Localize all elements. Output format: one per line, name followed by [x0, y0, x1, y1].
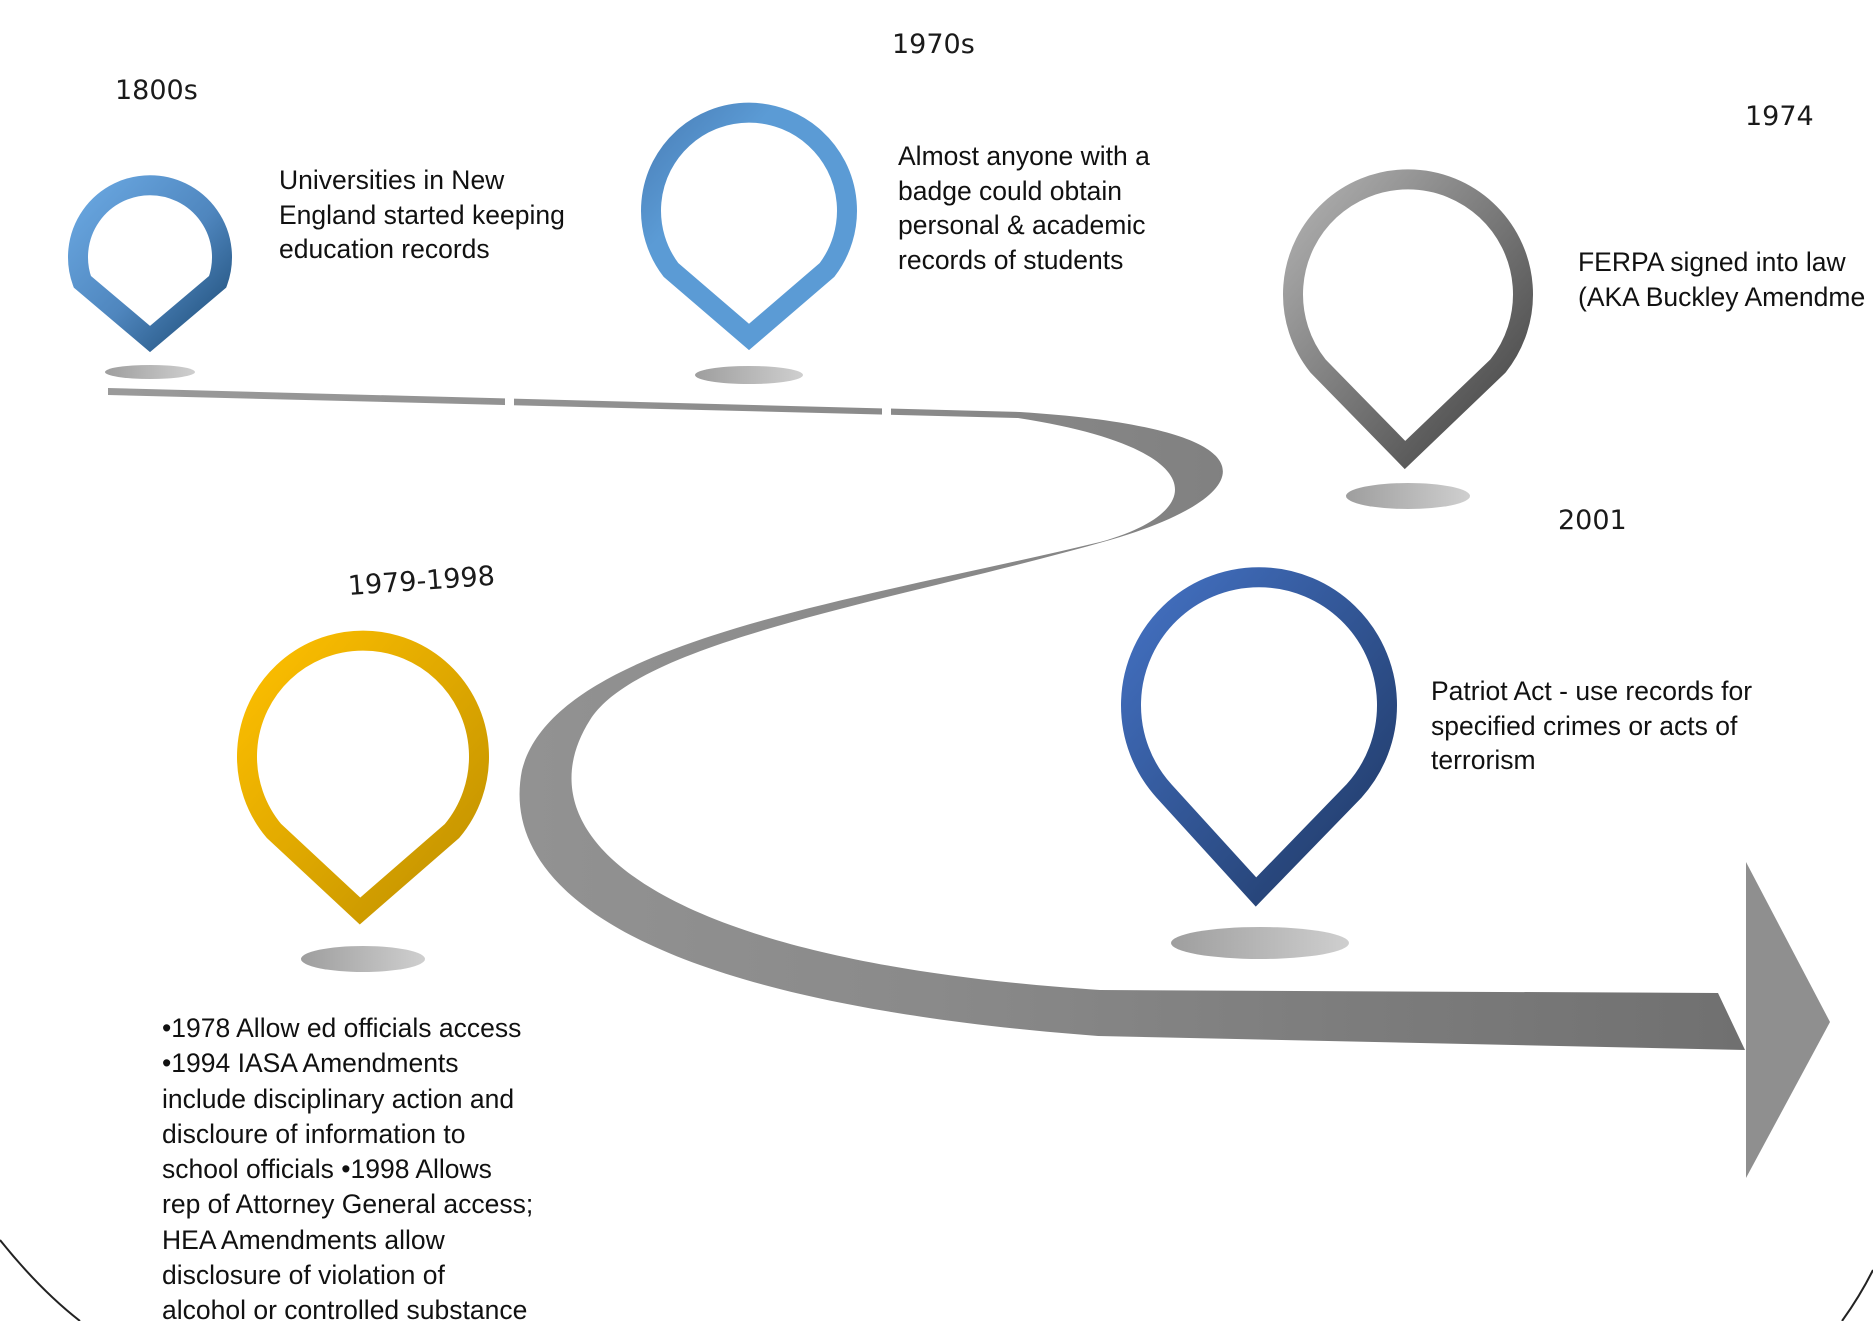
description-line: terrorism	[1431, 745, 1536, 775]
description-line: Almost anyone with a	[898, 141, 1150, 171]
description-line: Patriot Act - use records for	[1431, 676, 1753, 706]
description-line: specified crimes or acts of	[1431, 710, 1738, 741]
milestone-description-1979-1998: •1978 Allow ed officials access •1994 IA…	[162, 1011, 533, 1321]
pin-shadow-2001	[1171, 927, 1349, 959]
description-line: records of students	[898, 244, 1124, 275]
description-line: discloure of information to	[162, 1118, 466, 1149]
pin-shadow-1800s	[105, 365, 195, 379]
map-pin-icon-1979-1998	[237, 630, 489, 925]
map-pin-icon-2001	[1121, 567, 1397, 907]
background-arc-right	[1841, 1269, 1873, 1321]
road-gap-1	[505, 386, 514, 408]
milestone-description-2001: Patriot Act - use records for specified …	[1431, 674, 1752, 778]
milestone-year-2001: 2001	[1558, 505, 1627, 536]
road-gap-2	[882, 396, 891, 420]
description-line: school officials •1998 Allows	[162, 1154, 492, 1185]
description-line: HEA Amendments allow	[162, 1224, 445, 1255]
milestone-year-1800s: 1800s	[115, 75, 198, 106]
milestone-year-1974: 1974	[1745, 101, 1814, 132]
description-line: rep of Attorney General access;	[162, 1189, 534, 1220]
description-line: •1994 IASA Amendments	[162, 1048, 459, 1079]
description-line: •1978 Allow ed officials access	[162, 1013, 522, 1043]
description-line: badge could obtain	[898, 175, 1122, 206]
pin-shadow-1970s	[695, 366, 803, 384]
map-pin-icon-1970s	[641, 102, 857, 351]
milestone-year-1970s: 1970s	[892, 29, 975, 60]
description-line: alcohol or controlled substance	[162, 1295, 528, 1321]
milestone-description-1974: FERPA signed into law (AKA Buckley Amend…	[1578, 245, 1873, 314]
map-pin-icon-1974	[1283, 169, 1533, 470]
timeline-arrow-head	[1746, 862, 1830, 1178]
description-line: disclosure of violation of	[162, 1260, 445, 1291]
milestone-description-1800s: Universities in New England started keep…	[279, 163, 565, 267]
description-line: England started keeping	[279, 199, 565, 230]
description-line: include disciplinary action and	[162, 1083, 515, 1114]
description-line: education records	[279, 234, 490, 264]
milestone-description-1970s: Almost anyone with a badge could obtain …	[898, 139, 1150, 277]
description-line: FERPA signed into law	[1578, 247, 1846, 277]
description-line: Universities in New	[279, 165, 505, 195]
map-pin-icon-1800s	[68, 175, 232, 353]
description-line: personal & academic	[898, 210, 1146, 240]
pin-shadow-1974	[1346, 483, 1470, 509]
background-arc-left	[0, 1239, 81, 1321]
description-line: (AKA Buckley Amendme	[1578, 281, 1866, 312]
pin-shadow-1979-1998	[301, 946, 425, 972]
